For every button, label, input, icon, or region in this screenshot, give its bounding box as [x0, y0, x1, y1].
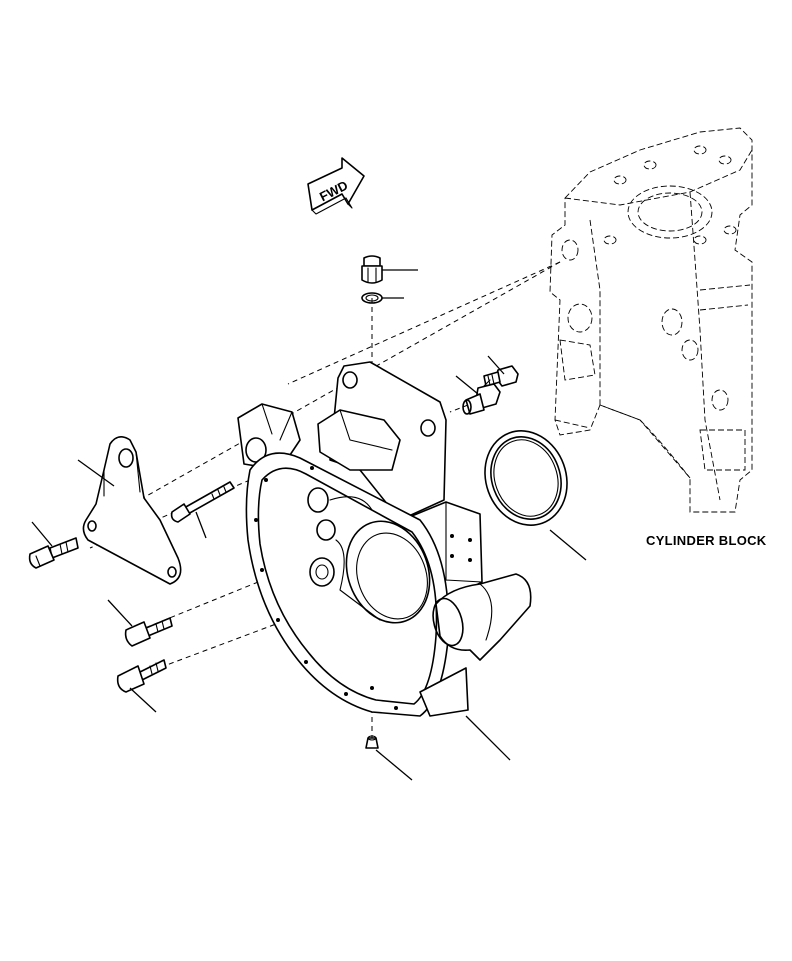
breather-plug	[361, 255, 383, 284]
oil-seal	[484, 430, 568, 526]
long-bolt	[170, 481, 235, 523]
cylinder-block-outline	[549, 127, 753, 513]
bracket	[82, 436, 182, 585]
leader-long-bolt	[195, 511, 207, 539]
sensor-bolt	[483, 365, 519, 387]
leader-speed-sensor	[455, 375, 479, 395]
leader-flywheel-housing	[465, 715, 511, 761]
leader-lines	[31, 269, 587, 781]
bracket-bolt	[28, 537, 79, 569]
housing-bolt-upper	[124, 617, 173, 647]
leader-sensor-bolt	[487, 355, 505, 375]
leader-drain-plug	[375, 749, 413, 781]
drain-plug	[365, 735, 379, 749]
leader-housing-bolt-lower	[129, 687, 157, 713]
cylinder-block-label: CYLINDER BLOCK	[646, 533, 767, 548]
leader-oil-seal	[549, 529, 587, 561]
leader-housing-bolt-upper	[107, 599, 133, 627]
housing-bolt-lower	[116, 659, 167, 693]
flywheel-housing	[237, 361, 532, 717]
fwd-arrow-icon: FWD	[307, 157, 365, 215]
speed-sensor	[462, 379, 501, 415]
leader-bracket	[77, 459, 115, 487]
leader-bracket-bolt	[31, 521, 53, 547]
